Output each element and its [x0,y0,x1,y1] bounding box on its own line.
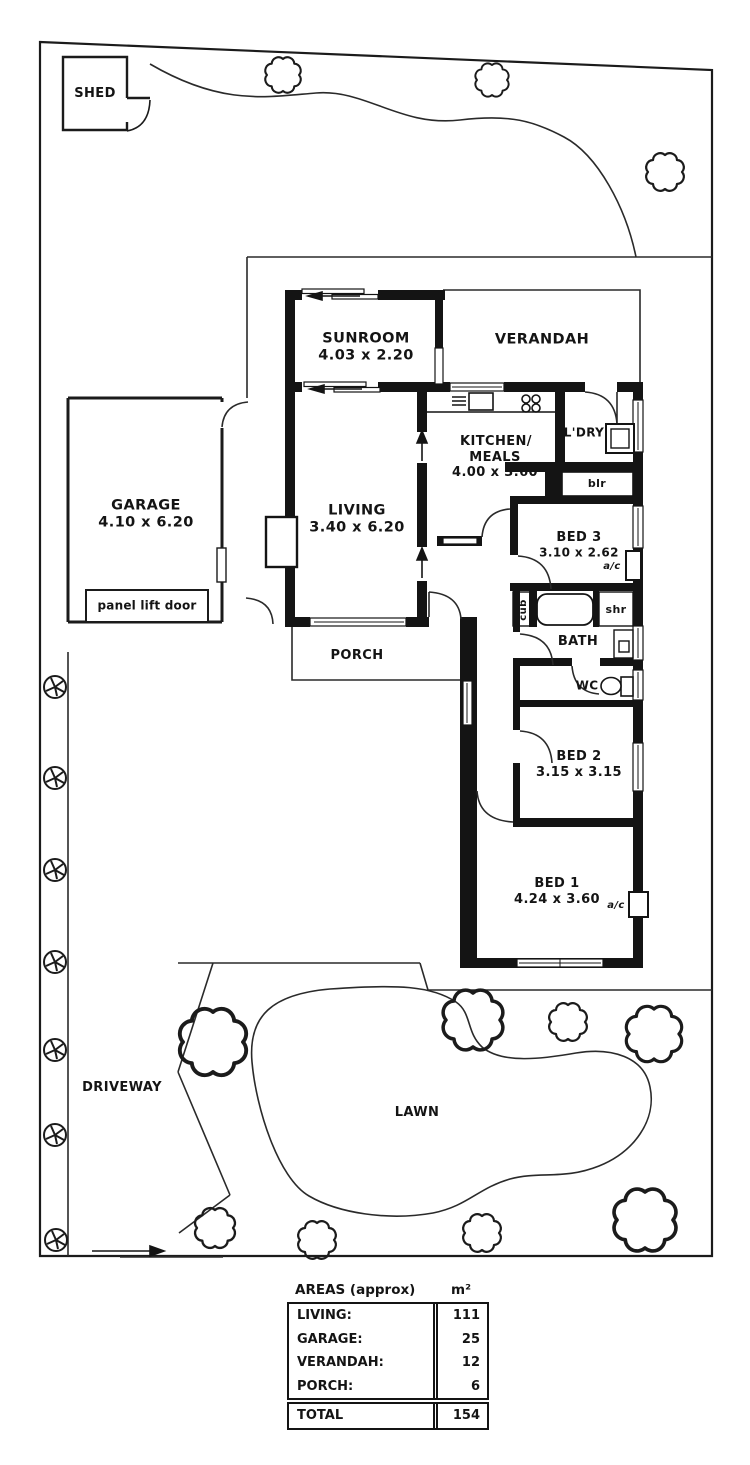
areas-table-total: TOTAL 154 [287,1402,489,1430]
total-value: 154 [433,1404,487,1428]
bed1-dims: 4.24 x 3.60 [514,892,600,908]
fences-and-edges [67,63,712,1258]
bed1-label: BED 1 [534,876,580,892]
area-row-value: 12 [433,1351,487,1375]
area-row-value: 6 [433,1374,487,1398]
total-label: TOTAL [297,1408,344,1424]
verandah-label: VERANDAH [494,331,590,348]
area-row-label: LIVING: [297,1308,352,1324]
table-row: GARAGE: 25 [289,1327,487,1351]
bath-label: BATH [557,634,599,650]
window-midlines [314,386,639,967]
garage-door-arc [221,401,249,428]
table-row: VERANDAH: 12 [289,1351,487,1375]
areas-table-unit: m² [451,1282,471,1298]
kitchen-fixtures [427,392,555,413]
wc-label: WC [575,678,599,693]
areas-table-title: AREAS (approx) [295,1282,416,1298]
verandah-outline [443,289,641,382]
table-row: LIVING: 111 [289,1304,487,1328]
table-row: PORCH: 6 [289,1374,487,1398]
cupboard-label: cub [517,599,529,621]
sunroom-dims: 4.03 x 2.20 [318,347,414,364]
bed2-label: BED 2 [556,749,602,765]
lawn-label: LAWN [394,1105,440,1121]
garage-side-door [216,547,227,583]
toilet [600,676,634,697]
ac-unit-bed3 [625,550,642,581]
bed1-ac-label: a/c [607,899,625,911]
laundry-trough [605,423,635,454]
garage-dims: 4.10 x 6.20 [98,514,194,531]
laundry-label: L'DRY [563,425,605,440]
ac-unit-bed1 [628,891,649,918]
bed2-dims: 3.15 x 3.15 [536,765,622,781]
shed-label: SHED [74,86,116,102]
sunroom-label: SUNROOM [322,330,410,347]
door-arcs [245,391,618,823]
garage-label: GARAGE [111,497,181,514]
kitchen-label-line2: MEALS [469,450,521,466]
area-row-label: VERANDAH: [297,1355,384,1371]
bath-fixtures [512,591,634,659]
fireplace-nook [264,515,299,569]
area-row-label: PORCH: [297,1378,354,1394]
porch-label: PORCH [330,648,384,664]
lawn-edge [250,985,652,1217]
shower-label: shr [605,603,627,617]
kitchen-dims: 4.00 x 3.60 [452,465,538,481]
bed3-dims: 3.10 x 2.62 [539,545,619,560]
areas-table-body: LIVING: 111 GARAGE: 25 VERANDAH: 12 PORC… [287,1302,489,1400]
direction-arrows [305,290,429,578]
driveway-plants [43,675,68,1252]
area-row-label: GARAGE: [297,1331,363,1347]
area-row-value: 111 [433,1304,487,1328]
entrance-arrow [92,1244,167,1258]
porch-outline [291,627,460,681]
area-row-value: 25 [433,1327,487,1351]
areas-table: AREAS (approx) m² LIVING: 111 GARAGE: 25… [287,1282,489,1430]
panel-lift-door-box [85,589,209,623]
living-label: LIVING [328,502,386,519]
site-boundary [38,40,714,1258]
boiler-label: blr [587,477,607,491]
bed3-ac-label: a/c [603,560,621,572]
panel-lift-door-label: panel lift door [97,598,197,613]
bed3-label: BED 3 [556,530,602,546]
living-dims: 3.40 x 6.20 [309,519,405,536]
kitchen-label-line1: KITCHEN/ [460,434,532,450]
boiler-box [561,471,634,497]
driveway-label: DRIVEWAY [82,1080,162,1096]
shed-outline [61,55,151,132]
